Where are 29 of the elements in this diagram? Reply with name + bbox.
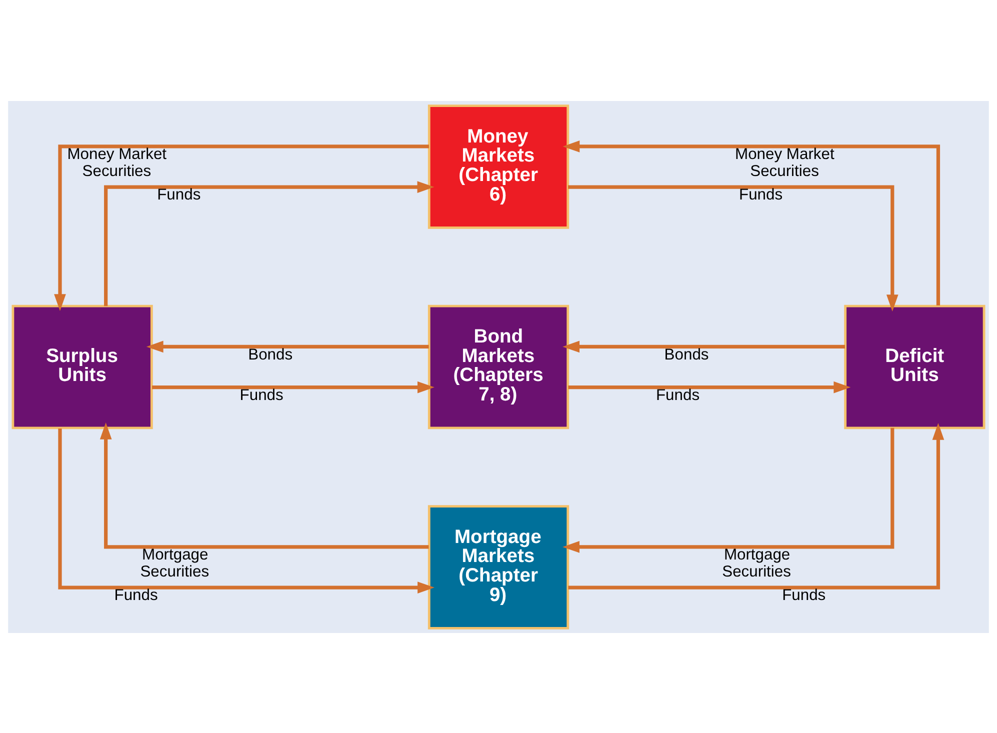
arrow — [562, 340, 846, 352]
edge-label: Funds — [114, 586, 158, 604]
edge-label: Bonds — [664, 346, 709, 363]
edge-label: Money Market Securities — [735, 145, 834, 180]
arrow — [58, 428, 434, 593]
arrow — [100, 422, 429, 548]
edge-label: Funds — [782, 586, 826, 604]
arrow — [146, 340, 429, 352]
edge-label: Funds — [739, 186, 783, 204]
node-box: Bond Markets (Chapters 7, 8) — [428, 304, 570, 429]
arrow — [54, 144, 430, 311]
node-box: Money Markets (Chapter 6) — [428, 104, 570, 228]
edge-label: Funds — [240, 386, 284, 404]
edge-label: Bonds — [248, 346, 293, 363]
node-box: Surplus Units — [12, 304, 153, 429]
edge-label: Mortgage Securities — [722, 546, 791, 580]
arrow — [568, 380, 851, 393]
edge-label: Money Market Securities — [67, 145, 167, 180]
arrow — [562, 140, 940, 306]
arrow — [104, 180, 434, 306]
edge-label: Mortgage Securities — [140, 546, 210, 580]
edge-label: Funds — [656, 386, 700, 404]
arrow — [152, 380, 434, 393]
node-box: Mortgage Markets (Chapter 9) — [428, 504, 570, 629]
node-box: Deficit Units — [844, 304, 986, 429]
arrow — [568, 422, 944, 589]
edge-label: Funds — [157, 186, 201, 204]
arrow — [562, 427, 894, 552]
arrow — [568, 184, 898, 312]
